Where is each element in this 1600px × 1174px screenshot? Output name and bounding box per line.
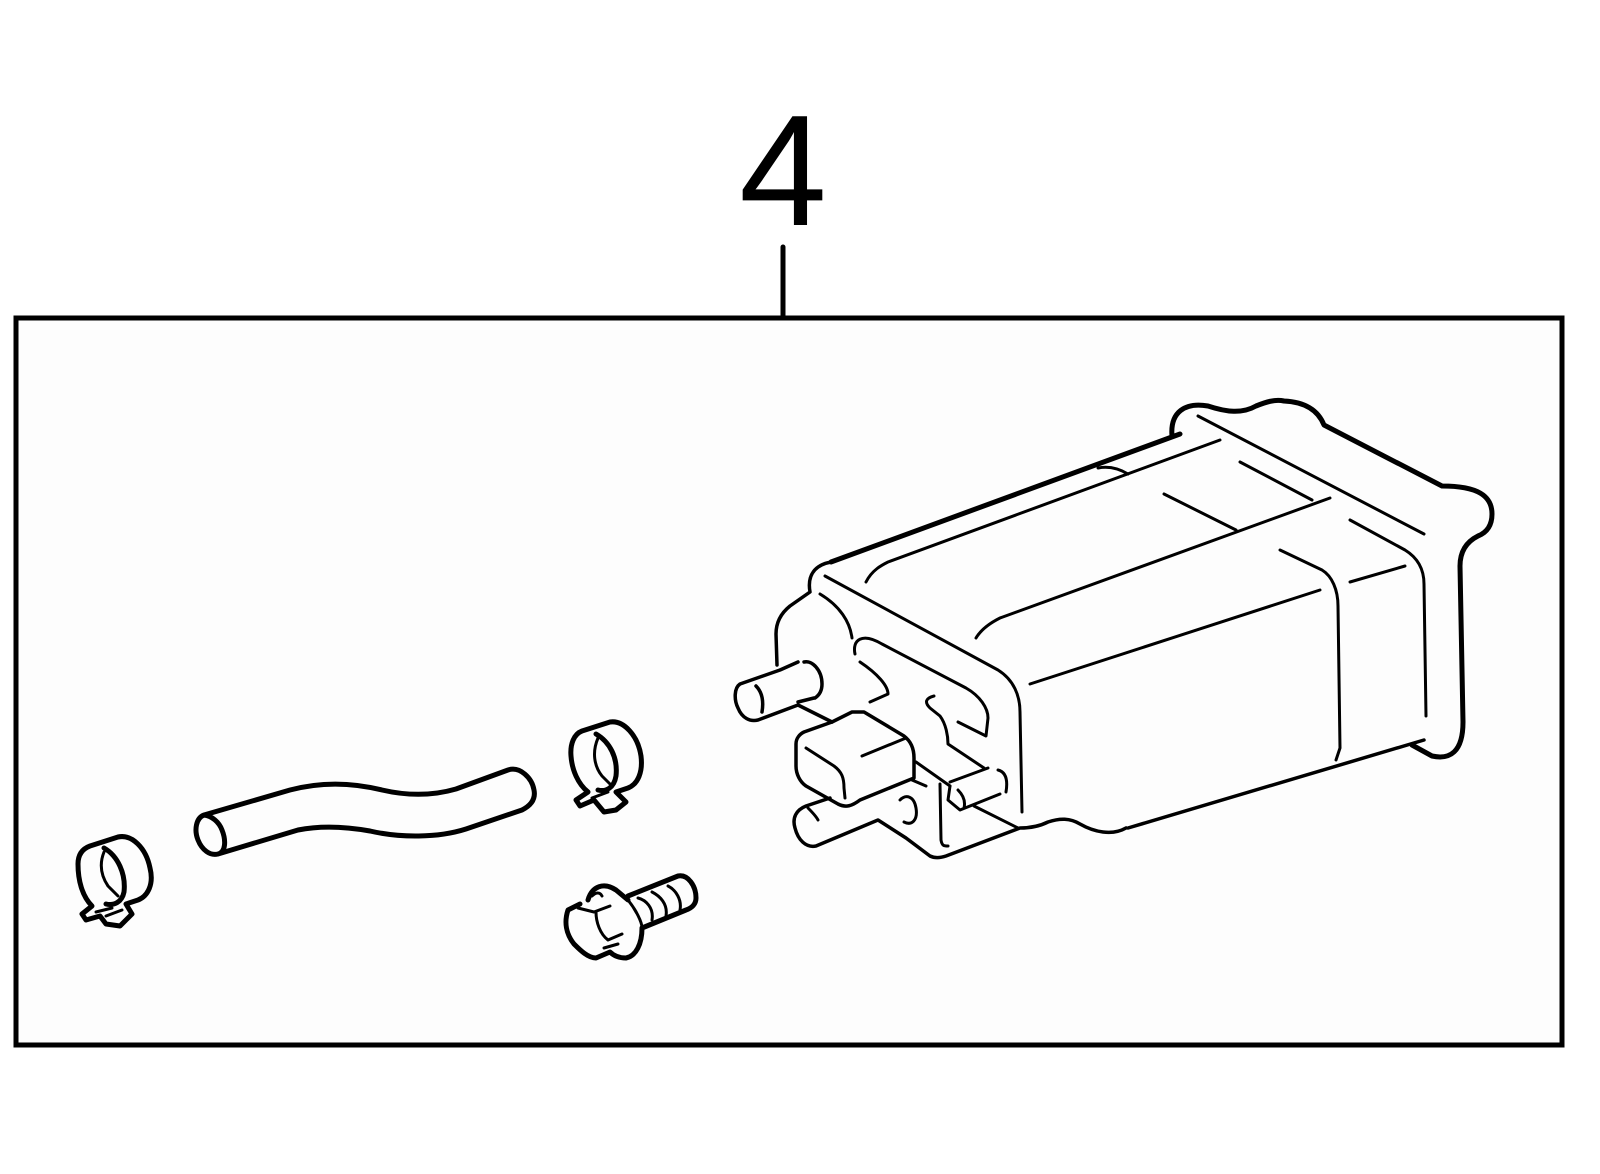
assembly-frame xyxy=(13,315,1565,1048)
clamp-icon xyxy=(568,719,644,815)
canister-icon xyxy=(733,397,1495,860)
callout-number: 4 xyxy=(739,83,827,259)
clamp-icon xyxy=(75,834,154,929)
bolt-icon xyxy=(563,873,699,961)
hose-icon xyxy=(193,766,537,857)
